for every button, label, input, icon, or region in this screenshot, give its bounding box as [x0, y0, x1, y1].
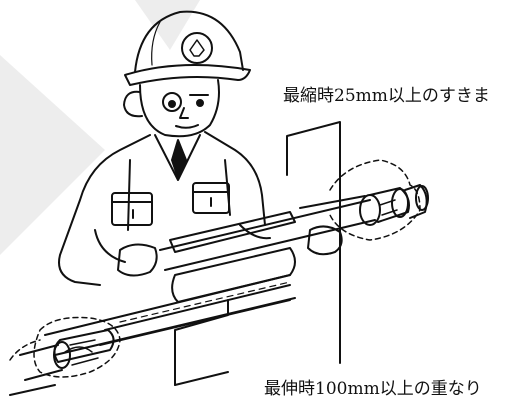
max-length-overlap-caption: 最伸時100mm以上の重なり — [264, 379, 482, 399]
watermark-arrow — [0, 55, 105, 255]
watermark-arrow-top — [135, 0, 200, 50]
guard-outline-upper — [329, 159, 421, 241]
min-length-gap-caption: 最縮時25mm以上のすきま — [283, 86, 490, 106]
hard-hat-icon — [124, 10, 251, 86]
guard-outline-lower-left — [9, 339, 41, 361]
worker-face — [123, 79, 220, 138]
worker-jacket — [58, 131, 271, 286]
shaft-centerline — [119, 281, 291, 323]
pto-shaft-lower — [9, 274, 296, 396]
worker-hands — [117, 225, 343, 277]
guard-outline-lower — [33, 316, 121, 378]
pto-shaft-upper — [159, 184, 429, 303]
measurement-reference-plates — [174, 121, 341, 386]
